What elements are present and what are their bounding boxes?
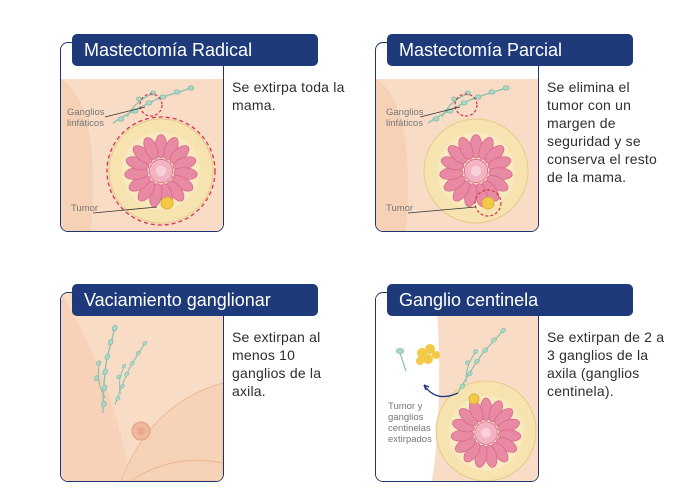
panel-sentinel-node: Tumor y ganglios centinelas extirpados G… xyxy=(375,284,675,484)
removed-label: Tumor y ganglios centinelas extirpados xyxy=(388,401,432,445)
illustration-frame xyxy=(60,292,224,482)
panel-title: Ganglio centinela xyxy=(387,284,633,316)
panel-title: Vaciamiento ganglionar xyxy=(72,284,318,316)
panel-description: Se extirpa toda la mama. xyxy=(232,79,345,113)
sentinel-node-illustration xyxy=(376,293,538,481)
panel-partial-mastectomy: Ganglios linfáticos Tumor Mastectomía Pa… xyxy=(375,34,675,234)
panel-lymph-node-dissection: Vaciamiento ganglionar Se extirpan al me… xyxy=(60,284,360,484)
removed-tissue-icon xyxy=(395,344,440,372)
lymph-nodes-label: Ganglios linfáticos xyxy=(67,107,105,129)
tumor-label: Tumor xyxy=(71,203,99,214)
radical-mastectomy-illustration xyxy=(61,79,223,231)
illustration-frame: Ganglios linfáticos Tumor xyxy=(60,42,224,232)
tumor-label: Tumor xyxy=(386,203,414,214)
lymph-node-dissection-illustration xyxy=(61,293,223,481)
lymph-nodes-label: Ganglios linfáticos xyxy=(386,107,424,129)
panel-title: Mastectomía Parcial xyxy=(387,34,633,66)
illustration-frame: Tumor y ganglios centinelas extirpados xyxy=(375,292,539,482)
panel-radical-mastectomy: Ganglios linfáticos Tumor Mastectomía Ra… xyxy=(60,34,360,234)
panel-description: Se extirpan de 2 a 3 ganglios de la axil… xyxy=(547,329,665,399)
illustration-frame: Ganglios linfáticos Tumor xyxy=(375,42,539,232)
panel-description: Se elimina el tumor con un margen de seg… xyxy=(547,79,658,185)
panel-description: Se extirpan al menos 10 ganglios de la a… xyxy=(232,329,322,399)
partial-mastectomy-illustration xyxy=(376,79,538,231)
panel-title: Mastectomía Radical xyxy=(72,34,318,66)
